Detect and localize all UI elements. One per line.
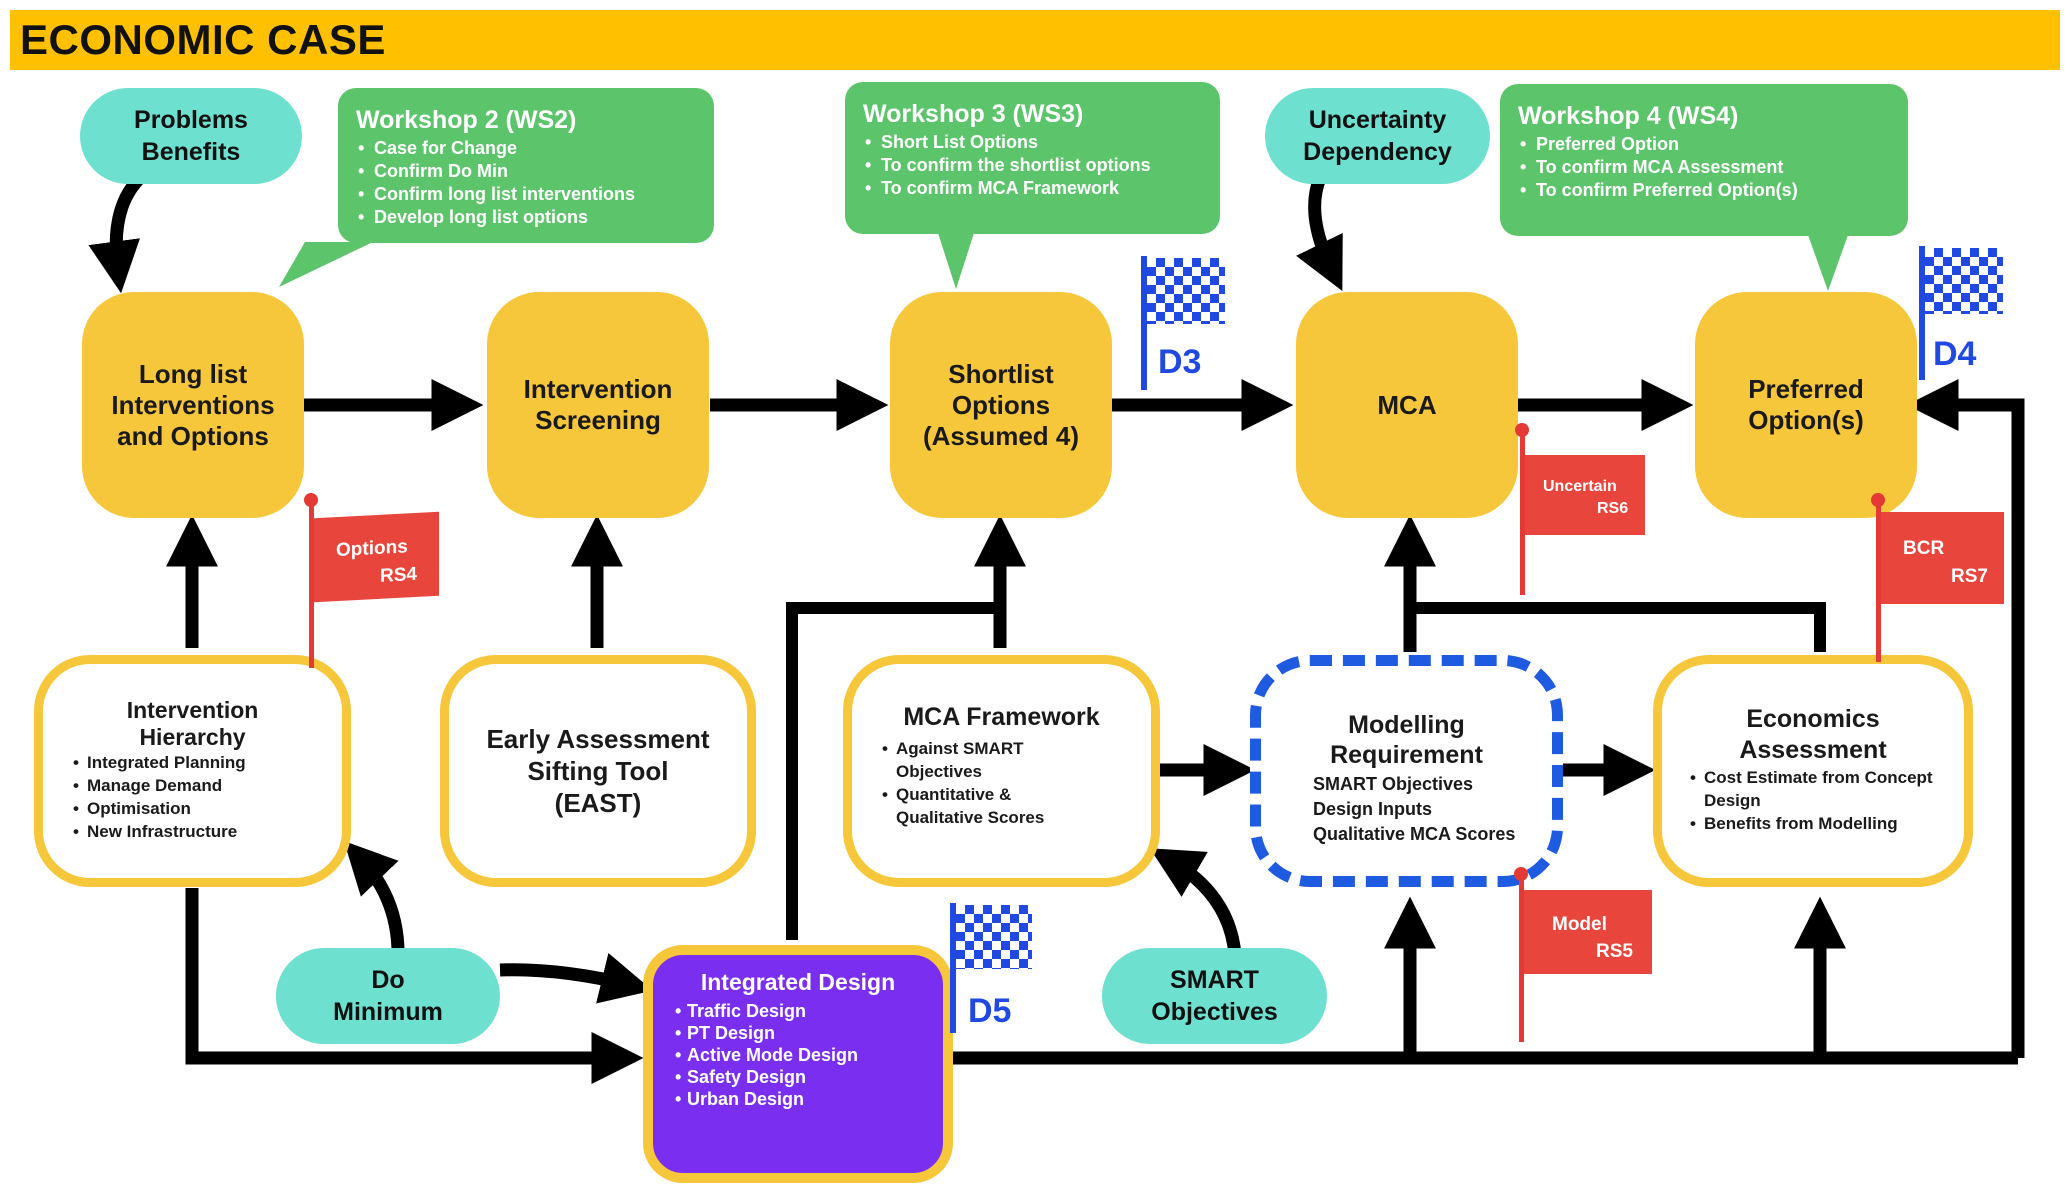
d5-label: D5 (968, 992, 1012, 1030)
hierarchy-item: Integrated Planning (73, 751, 342, 774)
rs7-cloth: BCR RS7 (1881, 512, 2004, 604)
integrated-design-box: Integrated Design Traffic Design PT Desi… (643, 945, 953, 1183)
arrow-economics-to-mca (1410, 602, 1826, 652)
d5-checkered-cloth (956, 905, 1032, 969)
arrow-design-to-shortlist (786, 602, 1000, 940)
rs4-cloth: Options RS4 (314, 511, 439, 603)
hierarchy-item: Manage Demand (73, 774, 342, 797)
d3-checkered-cloth (1147, 258, 1225, 324)
workshop-3-item: To confirm MCA Framework (865, 177, 1220, 200)
economics-item: Benefits from Modelling (1690, 812, 1940, 835)
arrow-smart-to-framework (1149, 848, 1242, 956)
workshop-4-item: To confirm Preferred Option(s) (1520, 179, 1908, 202)
workshop-2-item: Develop long list options (358, 206, 714, 229)
arrow-hierarchy-to-design (185, 888, 644, 1084)
workshop-4-bubble: Workshop 4 (WS4) Preferred Option To con… (1500, 84, 1908, 236)
integrated-design-item: Safety Design (675, 1066, 943, 1088)
integrated-design-item: Traffic Design (675, 1000, 943, 1022)
workshop-3-title: Workshop 3 (WS3) (863, 100, 1084, 128)
mca-framework-item: Quantitative & Qualitative Scores (882, 783, 1092, 829)
workshop-2-item: Confirm Do Min (358, 160, 714, 183)
d3-label: D3 (1158, 343, 1202, 381)
integrated-design-title: Integrated Design (700, 969, 896, 995)
workshop-2-bubble: Workshop 2 (WS2) Case for Change Confirm… (338, 88, 714, 243)
workshop-3-item: Short List Options (865, 131, 1220, 154)
workshop-3-item: To confirm the shortlist options (865, 154, 1220, 177)
arrow-uncertainty-to-mca (1296, 175, 1343, 292)
hierarchy-item: New Infrastructure (73, 820, 342, 843)
workshop-3-tail (938, 233, 974, 289)
arrow-dominimum-to-design (499, 952, 653, 1004)
arrow-problems-to-longlist (88, 175, 143, 294)
page-title: ECONOMIC CASE (20, 16, 386, 63)
rs6-cloth: Uncertain RS6 (1525, 455, 1645, 535)
d4-checkered-cloth (1925, 248, 2003, 314)
workshop-2-item: Case for Change (358, 137, 714, 160)
arrow-design-to-preferred (1906, 379, 2025, 1058)
workshop-4-item: Preferred Option (1520, 133, 1908, 156)
integrated-design-item: PT Design (675, 1022, 943, 1044)
integrated-design-item: Urban Design (675, 1088, 943, 1110)
workshop-2-title: Workshop 2 (WS2) (356, 106, 577, 134)
mca-framework-item: Against SMART Objectives (882, 737, 1092, 783)
hierarchy-item: Optimisation (73, 797, 342, 820)
modelling-item: SMART Objectives (1313, 774, 1474, 794)
d4-label: D4 (1933, 335, 1977, 373)
workshop-3-bubble: Workshop 3 (WS3) Short List Options To c… (845, 82, 1220, 234)
workshop-4-title: Workshop 4 (WS4) (1518, 102, 1739, 130)
workshop-2-item: Confirm long list interventions (358, 183, 714, 206)
workshop-4-item: To confirm MCA Assessment (1520, 156, 1908, 179)
arrow-dominimum-to-hierarchy (343, 841, 405, 961)
modelling-item: Qualitative MCA Scores (1313, 824, 1516, 844)
economics-item: Cost Estimate from Concept Design (1690, 766, 1940, 812)
mca-framework-box: MCA Framework Against SMART Objectives Q… (843, 655, 1160, 887)
title-banner: ECONOMIC CASE (10, 10, 2060, 70)
integrated-design-item: Active Mode Design (675, 1044, 943, 1066)
mca-stage: MCA (1296, 292, 1518, 518)
modelling-item: Design Inputs (1313, 799, 1433, 819)
mca-framework-title: MCA Framework (903, 703, 1100, 731)
workshop-4-tail (1808, 235, 1848, 291)
rs5-cloth: Model RS5 (1524, 890, 1652, 974)
